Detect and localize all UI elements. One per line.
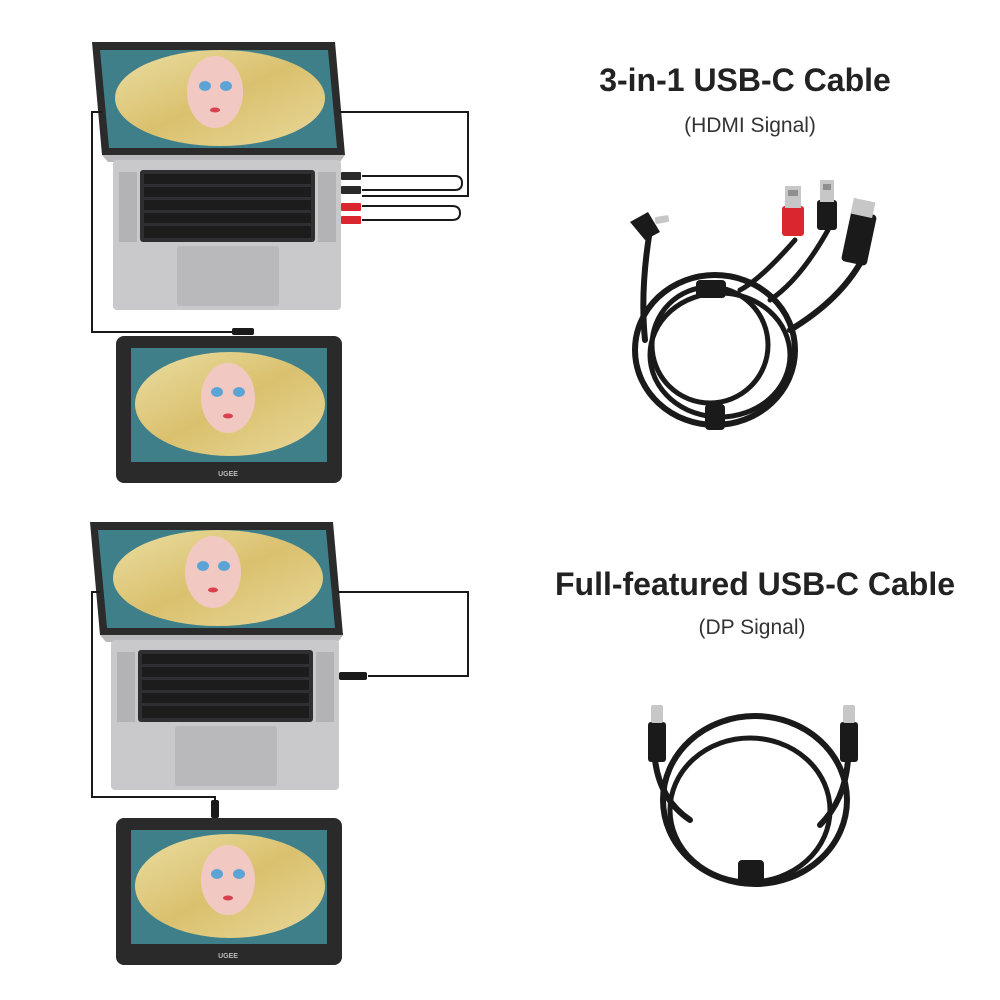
cable-coil-icon bbox=[652, 713, 851, 887]
hdmi-connection-diagram: UGEE bbox=[91, 42, 877, 483]
section-dp: UGEE Full-featured USB-C Cable bbox=[0, 500, 1000, 1000]
connection-cables bbox=[91, 111, 469, 333]
cable-subtitle: (HDMI Signal) bbox=[684, 114, 816, 137]
usb-c-plug-icon bbox=[630, 212, 670, 240]
section-hdmi: UGEE bbox=[91, 42, 891, 483]
cable-coil-icon bbox=[632, 227, 865, 428]
usb-c-plug-icon bbox=[648, 705, 666, 762]
pen-tablet-icon bbox=[116, 336, 342, 483]
tablet-brand-label: UGEE bbox=[218, 953, 238, 960]
cable-title: 3-in-1 USB-C Cable bbox=[599, 62, 891, 98]
usb-c-plug-icon bbox=[840, 705, 858, 762]
pen-tablet-icon bbox=[116, 818, 342, 965]
hdmi-plug-icon bbox=[841, 197, 877, 266]
usb-a-plug-icon bbox=[817, 180, 837, 230]
cable-splitter bbox=[696, 280, 726, 298]
usb-a-plug-icon bbox=[782, 186, 804, 236]
cable-subtitle: (DP Signal) bbox=[698, 616, 806, 639]
usb-c-plug-icon bbox=[232, 328, 254, 335]
laptop-icon bbox=[90, 522, 343, 790]
usb-c-plug-icon bbox=[339, 672, 367, 680]
cable-title: Full-featured USB-C Cable bbox=[554, 566, 956, 602]
cable-strap bbox=[738, 860, 764, 886]
laptop-icon bbox=[92, 42, 345, 310]
tablet-brand-label: UGEE bbox=[218, 471, 238, 478]
cable-strap bbox=[705, 404, 725, 430]
dp-connection-diagram: UGEE bbox=[90, 522, 858, 965]
port-plugs bbox=[341, 172, 361, 224]
usb-c-plug-icon bbox=[211, 800, 219, 818]
